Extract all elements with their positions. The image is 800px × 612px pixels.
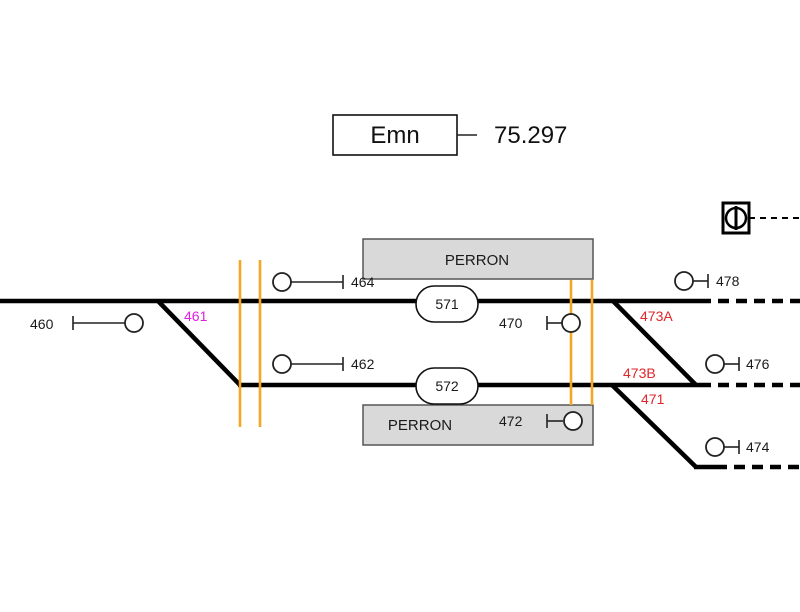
signal-470: 470 [499,313,581,333]
crossover-473 [611,299,698,387]
platform-lower [362,404,594,446]
signal-460: 460 [30,313,144,333]
signal-462: 462 [272,354,375,374]
station-code-box [332,114,458,156]
signal-474-label: 474 [746,439,770,455]
branch-471 [610,383,698,469]
platform-lower-label: PERRON [388,417,452,434]
switch-473b-label: 473B [623,365,656,381]
platform-upper [362,238,594,280]
section-571 [415,285,479,323]
signal-460-label: 460 [30,316,54,332]
platform-upper-label: PERRON [445,252,509,269]
signal-474: 474 [705,437,770,457]
section-572 [415,367,479,405]
signal-478-label: 478 [716,273,740,289]
signal-470-label: 470 [499,315,523,331]
crossover-461 [156,299,242,387]
signal-476-label: 476 [746,356,770,372]
signal-462-label: 462 [351,356,375,372]
derailer-symbol-icon [721,201,800,235]
signal-478: 478 [674,271,740,291]
signal-472: 472 [499,411,583,431]
signal-476: 476 [705,354,770,374]
switch-473a-label: 473A [640,308,673,324]
switch-461-label: 461 [184,308,208,324]
station-km: 75.297 [494,122,567,149]
signal-464-label: 464 [351,274,375,290]
section-572-label: 572 [435,378,459,394]
insulation-joints [238,260,594,427]
signal-464: 464 [272,272,375,292]
switch-471-label: 471 [641,391,665,407]
station-code: Emn [370,122,419,149]
section-571-label: 571 [435,296,459,312]
signal-472-label: 472 [499,413,523,429]
